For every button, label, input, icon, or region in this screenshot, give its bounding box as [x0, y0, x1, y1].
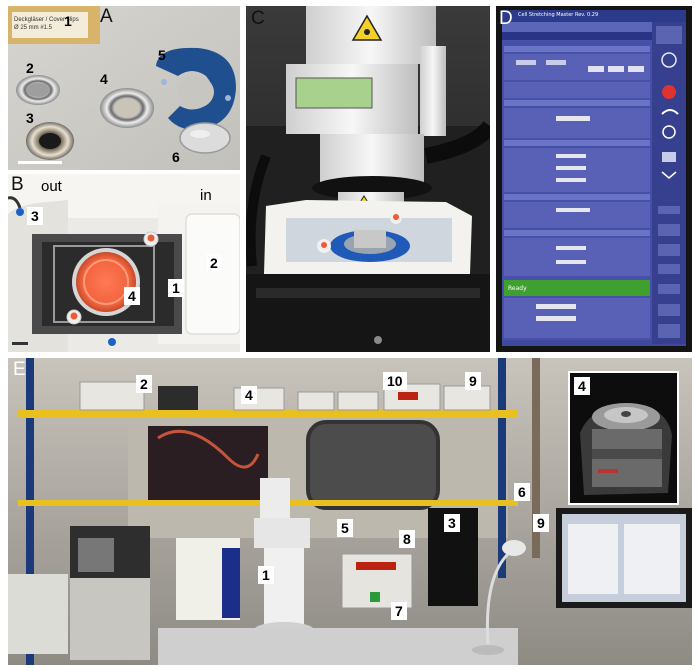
status-ready: Ready [508, 285, 527, 292]
ready-status-bar [504, 280, 650, 296]
inset-label-4: 4 [574, 377, 590, 395]
e-label-10: 10 [383, 372, 407, 390]
panel-e-photo [8, 358, 692, 665]
top-shelf [18, 410, 518, 418]
e-label-9-right: 9 [533, 514, 549, 532]
a-label-2: 2 [26, 60, 34, 76]
e-label-3: 3 [444, 514, 460, 532]
e-label-2: 2 [136, 375, 152, 393]
a-label-5: 5 [158, 47, 166, 63]
coverslip-text-1: Deckgläser / Cover slips [14, 17, 79, 23]
inset-objective: 4 [568, 371, 679, 505]
panel-label-b: B [11, 174, 24, 195]
redo-icon[interactable] [661, 109, 679, 115]
laser-warning-icon [351, 14, 383, 41]
clock-icon[interactable] [661, 52, 677, 68]
panel-b-photo [8, 174, 240, 352]
panel-label-a: A [100, 6, 113, 27]
e-label-1: 1 [258, 566, 274, 584]
panel-label-e: E [13, 359, 26, 380]
panel-d-screen [496, 6, 692, 352]
e-label-7: 7 [391, 602, 407, 620]
b-label-2: 2 [206, 254, 222, 272]
a-label-3: 3 [26, 110, 34, 126]
inset-photo [570, 373, 677, 503]
chevron-down-icon[interactable] [661, 171, 677, 179]
glass-disk [179, 122, 231, 154]
coverslip-text-2: Ø 25 mm #1.5 [14, 25, 53, 31]
a-label-1: 1 [64, 13, 72, 29]
panel-a: A Deckgläser / Cover slips Ø 25 mm #1.5 … [8, 6, 240, 170]
a-label-6: 6 [172, 149, 180, 165]
panel-c-photo [246, 6, 490, 352]
panel-e: E 2 4 10 9 5 8 3 6 9 1 7 [8, 358, 692, 665]
panel-c: C [246, 6, 490, 352]
panel-d: D Cell Stretching Master Rev. 0.29 Ready [496, 6, 692, 352]
b-label-1: 1 [168, 279, 184, 297]
e-label-8: 8 [399, 530, 415, 548]
panel-label-c: C [251, 8, 265, 29]
window-title: Cell Stretching Master Rev. 0.29 [518, 12, 599, 18]
b-label-4: 4 [124, 287, 140, 305]
panel-a-photo [8, 6, 240, 170]
stop-icon[interactable] [662, 85, 676, 99]
e-label-6: 6 [514, 483, 530, 501]
e-label-4: 4 [241, 386, 257, 404]
port-in-label: in [200, 187, 212, 204]
microscope [264, 548, 304, 628]
e-label-5: 5 [337, 519, 353, 537]
b-label-3: 3 [27, 207, 43, 225]
panel-b: B out in 3 4 1 2 [8, 174, 240, 352]
lcd-display [295, 77, 373, 109]
port-out-label: out [41, 178, 62, 195]
a-label-4: 4 [100, 71, 108, 87]
e-label-9-top: 9 [465, 372, 481, 390]
blue-holder [156, 47, 236, 130]
panel-label-d: D [499, 8, 513, 29]
